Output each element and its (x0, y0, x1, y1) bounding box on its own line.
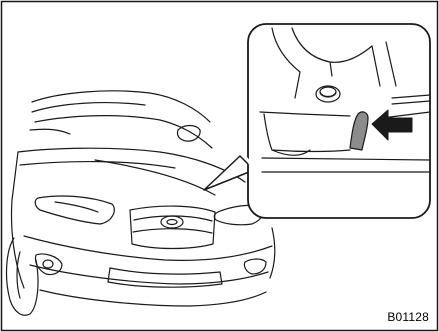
detail-callout (246, 24, 430, 218)
car-drawing (7, 91, 275, 315)
figure-code: B01128 (387, 310, 429, 324)
